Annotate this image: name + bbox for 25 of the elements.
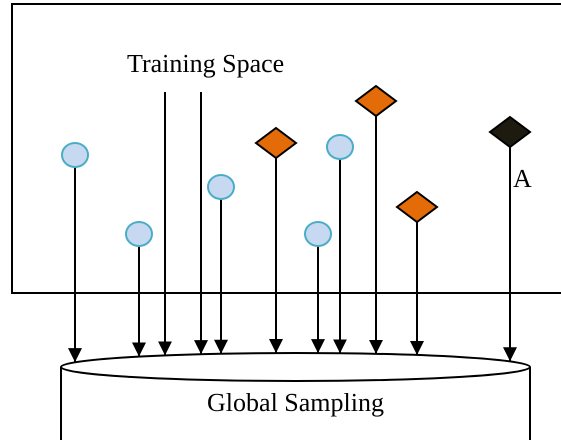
arrow <box>311 246 325 354</box>
marker-label: A <box>513 164 532 194</box>
arrow <box>158 92 172 356</box>
diamond-marker <box>489 116 531 148</box>
database-cylinder <box>60 352 531 440</box>
arrow <box>132 246 146 357</box>
arrow <box>214 199 228 354</box>
circle-marker <box>207 174 235 200</box>
circle-marker <box>125 221 153 247</box>
region-title: Training Space <box>127 49 284 79</box>
arrow <box>369 116 383 354</box>
arrow <box>269 158 283 354</box>
diamond-marker <box>355 85 397 117</box>
cylinder-label: Global Sampling <box>206 388 385 418</box>
diamond-marker <box>396 191 438 223</box>
diamond-marker <box>255 127 297 159</box>
arrow <box>333 159 347 354</box>
training-space-box <box>11 3 561 294</box>
arrow <box>410 222 424 355</box>
circle-marker <box>304 221 332 247</box>
arrow <box>503 147 517 362</box>
circle-marker <box>326 134 354 160</box>
arrow <box>194 92 208 354</box>
arrow <box>68 167 82 362</box>
circle-marker <box>61 142 89 168</box>
